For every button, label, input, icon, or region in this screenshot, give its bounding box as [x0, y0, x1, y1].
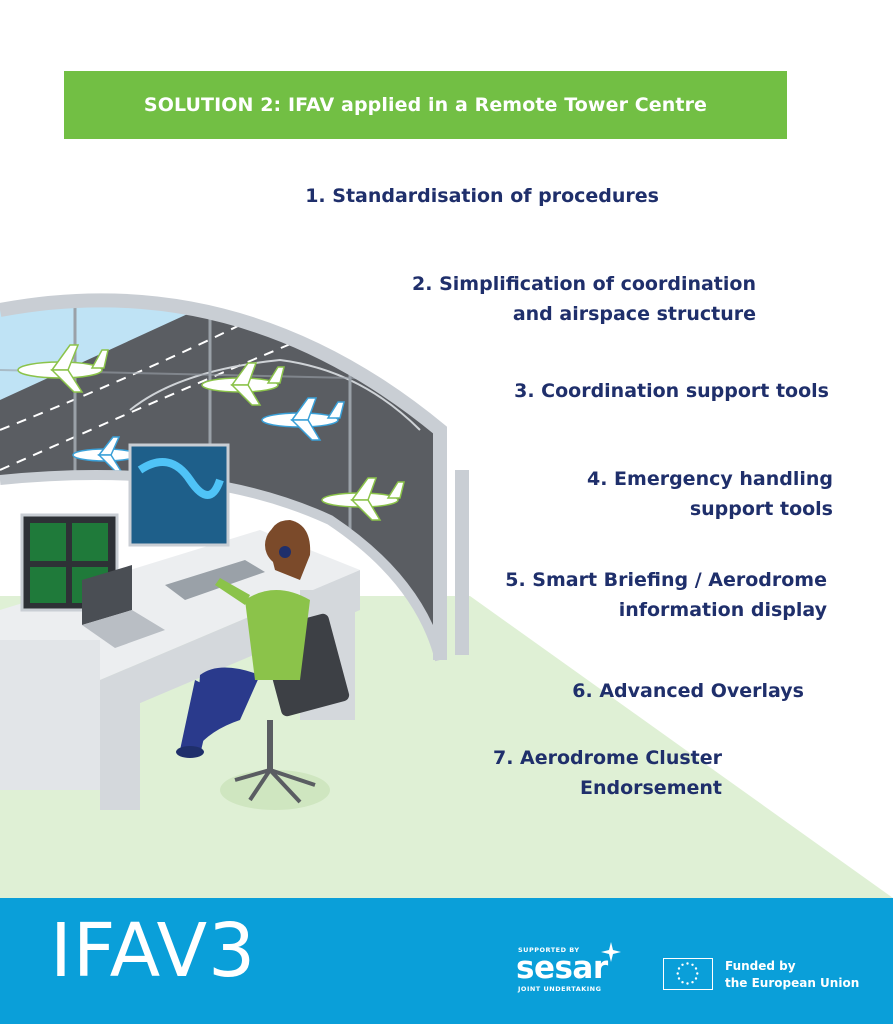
list-item: 1. Standardisation of procedures: [305, 185, 659, 207]
list-item: 5. Smart Briefing / Aerodrome informatio…: [505, 569, 827, 621]
controller-illustration: [0, 293, 469, 810]
list-item: 6. Advanced Overlays: [572, 680, 804, 702]
solution-banner: SOLUTION 2: IFAV applied in a Remote Tow…: [64, 71, 787, 139]
sesar-supported-text: SUPPORTED BY: [518, 946, 580, 954]
list-item: 2. Simplification of coordination and ai…: [412, 273, 756, 325]
eu-funded-text: Funded by: [725, 959, 796, 973]
sesar-joint-text: JOINT UNDERTAKING: [518, 985, 602, 993]
list-item: 4. Emergency handling support tools: [587, 468, 833, 520]
eu-union-text: the European Union: [725, 976, 860, 990]
footer: IFAV3 SUPPORTED BY sesar JOINT UNDERTAKI…: [0, 898, 893, 1024]
feature-list: 1. Standardisation of procedures 2. Simp…: [305, 185, 833, 799]
sesar-logo: sesar: [516, 950, 608, 986]
solution-title: SOLUTION 2: IFAV applied in a Remote Tow…: [143, 94, 708, 116]
sesar-star-icon: [601, 942, 621, 962]
eu-flag-icon: [663, 958, 713, 990]
list-item: 7. Aerodrome Cluster Endorsement: [492, 747, 722, 799]
project-brand: IFAV3: [50, 908, 257, 994]
airplane-icon: [17, 344, 405, 521]
list-item: 3. Coordination support tools: [514, 380, 829, 402]
